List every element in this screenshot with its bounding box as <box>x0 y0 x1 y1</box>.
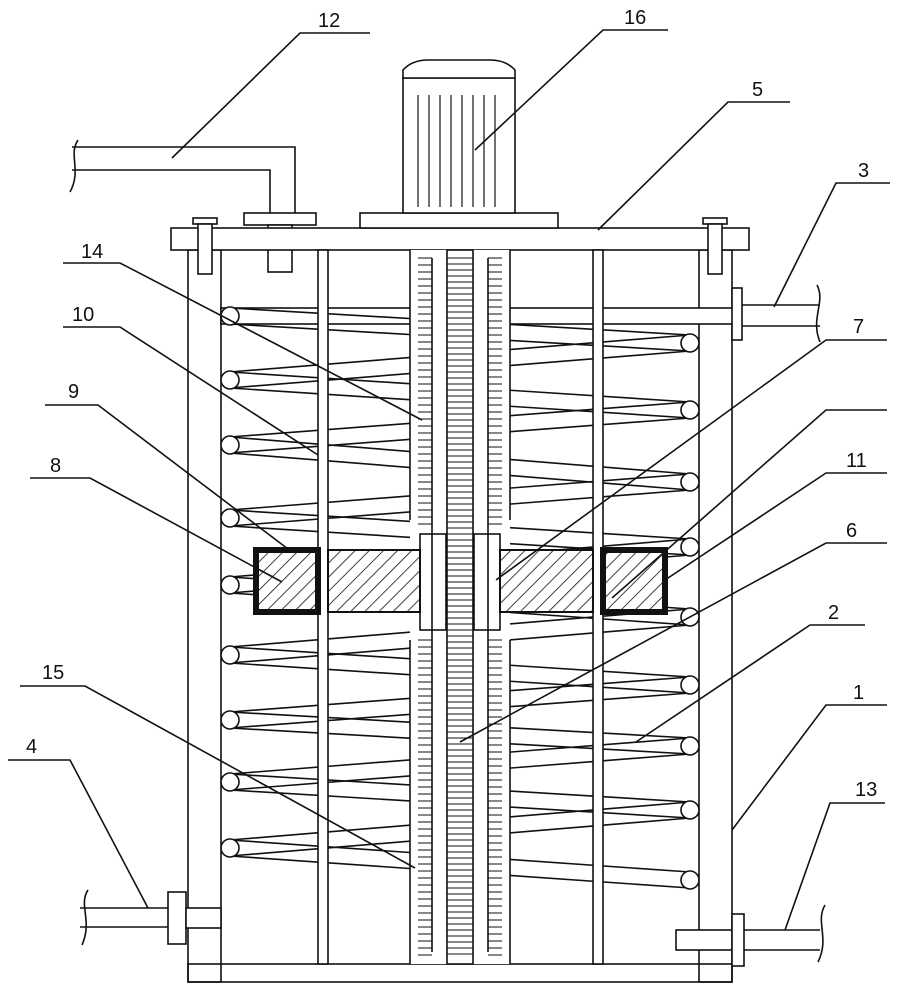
label-7: 7 <box>853 316 864 338</box>
lid-bolt-left <box>192 217 218 275</box>
coil-turn-left <box>220 575 240 595</box>
coil-turn-left <box>220 370 240 390</box>
motor-16 <box>359 59 559 229</box>
inlet-pipe-4 <box>80 889 222 946</box>
outlet-pipe-13 <box>675 904 826 967</box>
coil-turn-right <box>680 675 700 695</box>
label-12: 12 <box>318 10 340 32</box>
coil-turn-left <box>220 645 240 665</box>
label-3: 3 <box>858 160 869 182</box>
lid-plate <box>170 227 750 251</box>
inlet-pipe-12 <box>69 139 317 273</box>
label-1: 1 <box>853 682 864 704</box>
coil-turn-right <box>680 333 700 353</box>
coil-turn-right <box>680 736 700 756</box>
coil-turn-left <box>220 508 240 528</box>
coil-turn-left <box>220 435 240 455</box>
coil-turn-left <box>220 306 240 326</box>
label-13: 13 <box>855 779 877 801</box>
label-16: 16 <box>624 7 646 29</box>
label-8: 8 <box>50 455 61 477</box>
coil-turn-right <box>680 800 700 820</box>
label-2: 2 <box>828 602 839 624</box>
coil-turn-left <box>220 772 240 792</box>
label-10: 10 <box>72 304 94 326</box>
label-4: 4 <box>26 736 37 758</box>
coil-turn-left <box>220 838 240 858</box>
part-labels: 12 16 5 3 14 10 9 8 7 11 6 2 1 15 4 13 <box>26 7 877 801</box>
coil-turn-left <box>220 710 240 730</box>
label-6: 6 <box>846 520 857 542</box>
label-15: 15 <box>42 662 64 684</box>
coil-turn-right <box>680 870 700 890</box>
label-11: 11 <box>846 450 867 472</box>
label-14: 14 <box>81 241 103 263</box>
label-5: 5 <box>752 79 763 101</box>
leader-lines <box>8 29 890 931</box>
stirring-shaft <box>409 249 511 965</box>
lid-bolt-right <box>702 217 728 275</box>
coil-turn-right <box>680 537 700 557</box>
coil-turn-right <box>680 400 700 420</box>
coil-turn-right <box>680 472 700 492</box>
label-9: 9 <box>68 381 79 403</box>
